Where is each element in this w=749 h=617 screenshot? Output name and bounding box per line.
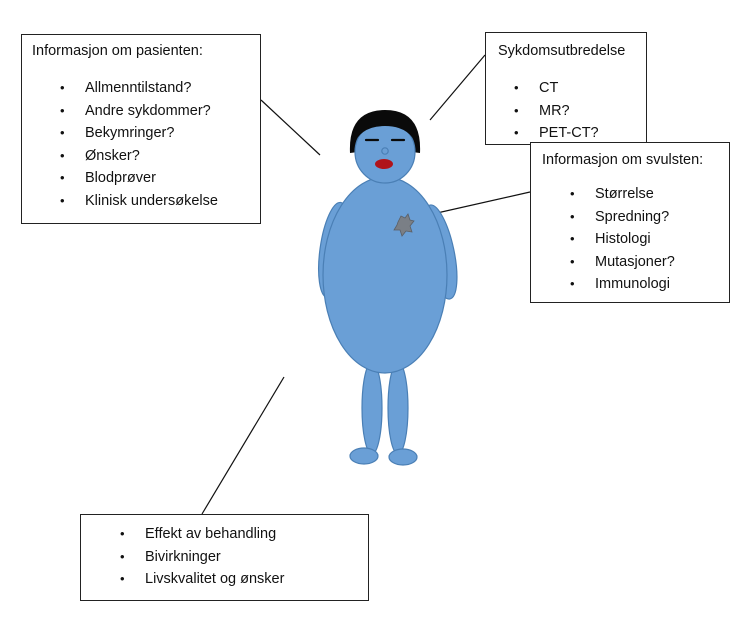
connector-outcome-line: [201, 376, 285, 515]
connector-spread-line: [429, 54, 486, 121]
treatment-outcome-list: Effekt av behandling Bivirkninger Livskv…: [81, 523, 284, 591]
disease-spread-list: CT MR? PET-CT?: [486, 77, 599, 145]
right-leg: [387, 361, 409, 455]
patient-info-list: Allmenntilstand? Andre sykdommer? Bekymr…: [22, 77, 218, 212]
patient-info-title: Informasjon om pasienten:: [32, 43, 203, 59]
connector-patient-line: [260, 99, 321, 156]
hair-top: [351, 113, 419, 150]
nose: [381, 147, 389, 155]
patient-info-box: Informasjon om pasienten: Allmenntilstan…: [21, 34, 261, 224]
list-item: Andre sykdommer?: [22, 100, 218, 123]
mouth: [375, 159, 393, 169]
list-item: Livskvalitet og ønsker: [81, 568, 284, 591]
list-item: Ønsker?: [22, 145, 218, 168]
list-item: Bivirkninger: [81, 546, 284, 569]
tumor-info-title: Informasjon om svulsten:: [542, 152, 704, 168]
tumor-spot: [393, 213, 415, 237]
list-item: Immunologi: [531, 273, 675, 296]
list-item: Histologi: [531, 228, 675, 251]
list-item: Effekt av behandling: [81, 523, 284, 546]
tumor-info-box: Informasjon om svulsten: Størrelse Spred…: [530, 142, 730, 303]
list-item: CT: [486, 77, 599, 100]
list-item: Mutasjoner?: [531, 251, 675, 274]
tumor-info-list: Størrelse Spredning? Histologi Mutasjone…: [531, 183, 675, 296]
treatment-outcome-box: Effekt av behandling Bivirkninger Livskv…: [80, 514, 369, 601]
list-item: Klinisk undersøkelse: [22, 190, 218, 213]
torso: [322, 176, 448, 374]
disease-spread-title: Sykdomsutbredelse: [498, 43, 626, 59]
list-item: Spredning?: [531, 206, 675, 229]
list-item: PET-CT?: [486, 122, 599, 145]
disease-spread-box: Sykdomsutbredelse CT MR? PET-CT?: [485, 32, 647, 145]
list-item: Bekymringer?: [22, 122, 218, 145]
list-item: Allmenntilstand?: [22, 77, 218, 100]
list-item: MR?: [486, 100, 599, 123]
list-item: Blodprøver: [22, 167, 218, 190]
left-foot: [349, 447, 379, 465]
list-item: Størrelse: [531, 183, 675, 206]
left-leg: [361, 361, 383, 455]
right-foot: [388, 448, 418, 466]
